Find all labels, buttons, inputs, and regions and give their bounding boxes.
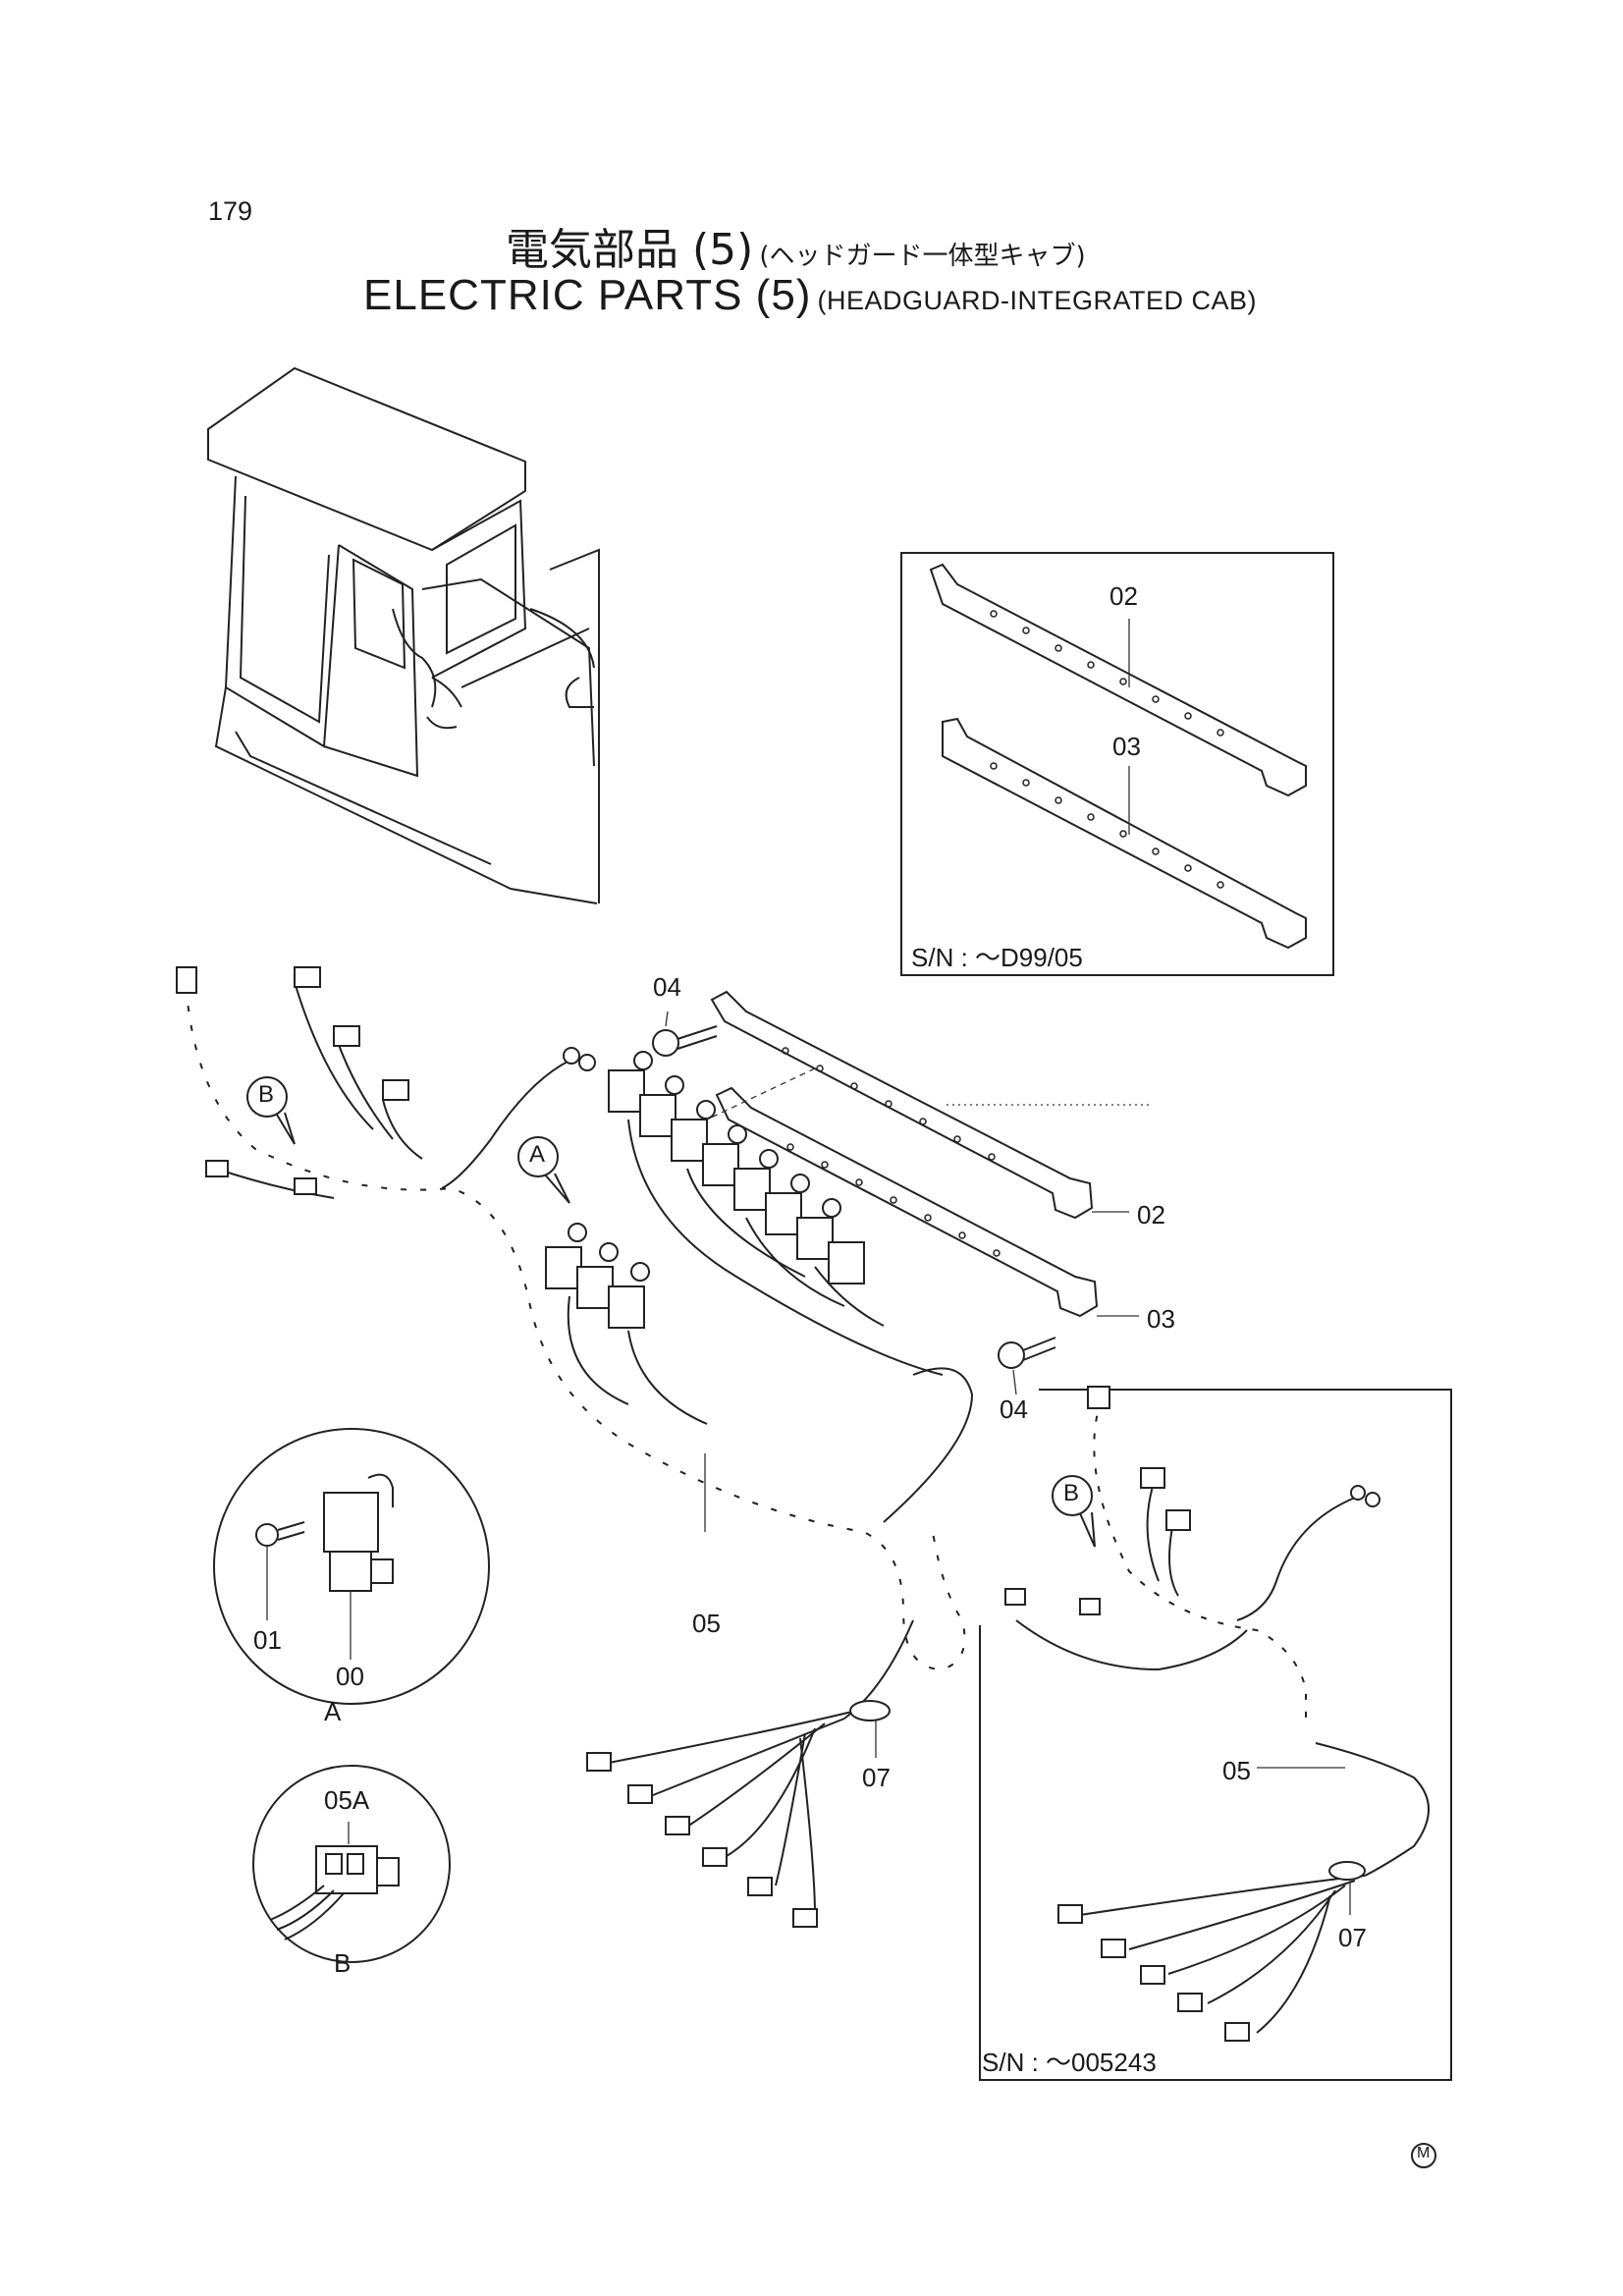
- inset-top-label-03: 03: [1112, 732, 1141, 761]
- detail-b: [252, 1765, 451, 1963]
- inset-bottom-callout-b: B: [1063, 1480, 1080, 1506]
- detail-b-caption: B: [334, 1948, 352, 1978]
- title-en-main: ELECTRIC PARTS (5): [363, 271, 812, 319]
- main-plates: [706, 990, 1149, 1318]
- callout-a-marker: [517, 1136, 570, 1204]
- inset-bottom-serial: S/N : ～005243: [982, 2048, 1157, 2077]
- label-plate-02: 02: [1137, 1200, 1165, 1230]
- page-number: 179: [208, 196, 253, 226]
- label-bolt-04-bottom: 04: [1000, 1394, 1028, 1424]
- relay-group: [545, 1051, 944, 1425]
- bolt-04-top: [652, 1011, 718, 1057]
- inset-bottom-label-07: 07: [1338, 1923, 1367, 1952]
- label-bolt-04-top: 04: [653, 972, 681, 1002]
- callout-b-letter: B: [258, 1081, 275, 1108]
- detail-a-caption: A: [324, 1697, 342, 1726]
- inset-bottom-label-05: 05: [1222, 1756, 1251, 1785]
- main-harness: [176, 966, 974, 1928]
- page-title-jp: 電気部品 (5)(ヘッドガード一体型キャブ): [506, 214, 1086, 277]
- page-title-en: ELECTRIC PARTS (5)(HEADGUARD-INTEGRATED …: [363, 271, 1257, 320]
- bolt-04-bottom: [998, 1337, 1056, 1395]
- plate-holes: [782, 1047, 1001, 1257]
- inset-top-label-02: 02: [1109, 581, 1138, 611]
- label-clamp-07: 07: [862, 1763, 891, 1792]
- label-harness-05: 05: [692, 1609, 721, 1638]
- cab-illustration: [207, 366, 600, 904]
- label-plate-03: 03: [1147, 1304, 1175, 1334]
- footer-mark: M: [1417, 2145, 1431, 2161]
- detail-a-label-relay: 00: [336, 1662, 364, 1691]
- title-en-sub: (HEADGUARD-INTEGRATED CAB): [817, 286, 1257, 315]
- inset-top-box: [900, 552, 1334, 976]
- title-jp-main: 電気部品 (5): [506, 225, 754, 275]
- inset-bottom-box: [979, 1386, 1452, 2081]
- detail-b-label-connector: 05A: [324, 1785, 370, 1815]
- title-jp-sub: (ヘッドガード一体型キャブ): [759, 242, 1086, 271]
- inset-top-holes: [990, 610, 1224, 889]
- footer-mark-circle: [1411, 2143, 1436, 2168]
- callout-a-letter: A: [529, 1141, 546, 1168]
- inset-top-serial: S/N : ～D99/05: [911, 943, 1083, 972]
- detail-a: [213, 1428, 490, 1705]
- callout-b-marker: [246, 1076, 296, 1145]
- detail-a-label-bolt: 01: [253, 1625, 282, 1655]
